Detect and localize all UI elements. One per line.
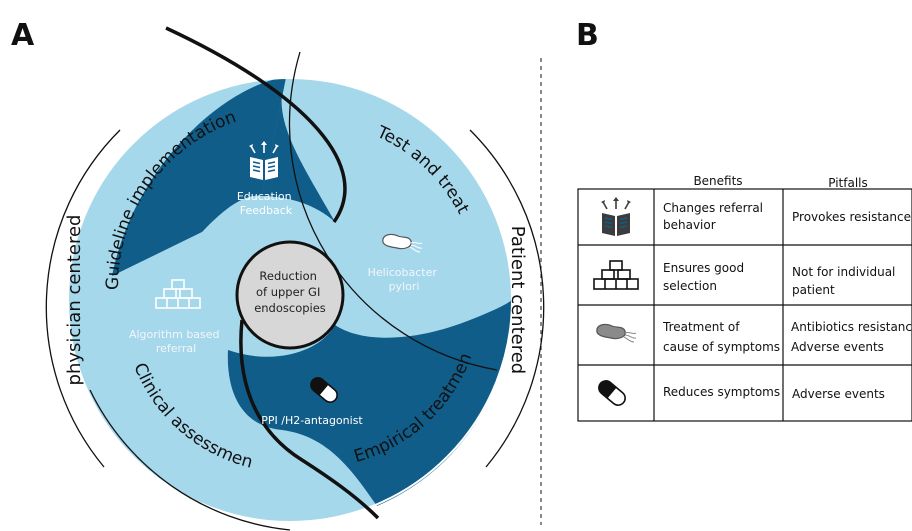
row-4-pitfalls: Adverse events [792, 387, 885, 401]
row-4-pitfalls-line-1: Adverse events [792, 387, 885, 401]
outer-arc-top [288, 51, 498, 371]
row-1-book-icon [600, 196, 632, 237]
row-2-benefits: Ensures good selection [663, 261, 748, 293]
center-label-line-3: endoscopies [254, 301, 326, 315]
helicobacter-label-line-1: Helicobacter [368, 266, 438, 279]
row-2-pitfalls: Not for individual patient [792, 265, 899, 297]
row-4-capsule-icon [595, 377, 629, 409]
divider-bottom [239, 319, 380, 520]
algorithm-label: Algorithm based referral [129, 328, 223, 355]
row-3-benefits-line-1: Treatment of [662, 320, 740, 334]
segment-guideline-tail [262, 77, 335, 222]
table-grid [577, 188, 912, 422]
panel-label-a: A [11, 18, 35, 53]
center-circle [235, 240, 345, 350]
center-label-line-1: Reduction [259, 269, 317, 283]
comparison-table: Benefits Pitfalls Changes referral behav… [577, 174, 912, 422]
helicobacter-label-line-2: pylori [389, 280, 420, 293]
outer-arc-bottom [89, 389, 291, 531]
row-4-benefits-line-1: Reduces symptoms [663, 385, 780, 399]
education-label-line-1: Education [237, 190, 292, 203]
row-3-pitfalls-line-1: Antibiotics resistance [791, 320, 912, 334]
row-2-algorithm-blocks-icon [593, 260, 639, 290]
row-3-benefits-line-2: cause of symptoms [663, 340, 780, 354]
header-benefits: Benefits [693, 174, 742, 188]
helicobacter-label: Helicobacter pylori [368, 266, 441, 293]
segment-guideline-fill [202, 77, 286, 232]
education-label-line-2: Feedback [240, 204, 293, 217]
outer-label-patient: Patient centered [507, 226, 528, 374]
outer-label-physician: physician centered [64, 215, 85, 386]
row-2-benefits-line-2: selection [663, 279, 717, 293]
outer-arc-left [45, 129, 121, 468]
header-pitfalls: Pitfalls [828, 176, 868, 190]
row-3-pitfalls-line-2: Adverse events [791, 340, 884, 354]
row-3-pitfalls: Antibiotics resistance Adverse events [791, 320, 912, 354]
row-3-bacterium-icon [596, 323, 637, 343]
wheel-diagram: Reduction of upper GI endoscopies physic… [0, 0, 545, 531]
center-label-line-2: of upper GI [256, 285, 320, 299]
algorithm-label-line-2: referral [156, 342, 196, 355]
row-2-pitfalls-line-2: patient [792, 283, 835, 297]
row-2-pitfalls-line-1: Not for individual [792, 265, 895, 279]
row-1-benefits-line-1: Changes referral [663, 201, 763, 215]
segment-empirical [227, 300, 513, 506]
ppi-label: PPI /H2-antagonist [261, 414, 363, 427]
outer-arc-right [469, 129, 545, 468]
row-1-pitfalls: Provokes resistance [792, 210, 911, 224]
segment-guideline [112, 77, 286, 276]
panel-label-b: B [576, 18, 599, 53]
education-label: Education Feedback [237, 190, 295, 217]
wheel-rim [67, 77, 513, 523]
algorithm-label-line-1: Algorithm based [129, 328, 220, 341]
divider-top [165, 26, 347, 224]
row-1-benefits-line-2: behavior [663, 218, 716, 232]
row-1-pitfalls-line-1: Provokes resistance [792, 210, 911, 224]
row-3-benefits: Treatment of cause of symptoms [662, 320, 780, 354]
center-label: Reduction of upper GI endoscopies [254, 269, 326, 315]
row-2-benefits-line-1: Ensures good [663, 261, 744, 275]
row-1-benefits: Changes referral behavior [663, 201, 767, 232]
row-4-benefits: Reduces symptoms [663, 385, 780, 399]
